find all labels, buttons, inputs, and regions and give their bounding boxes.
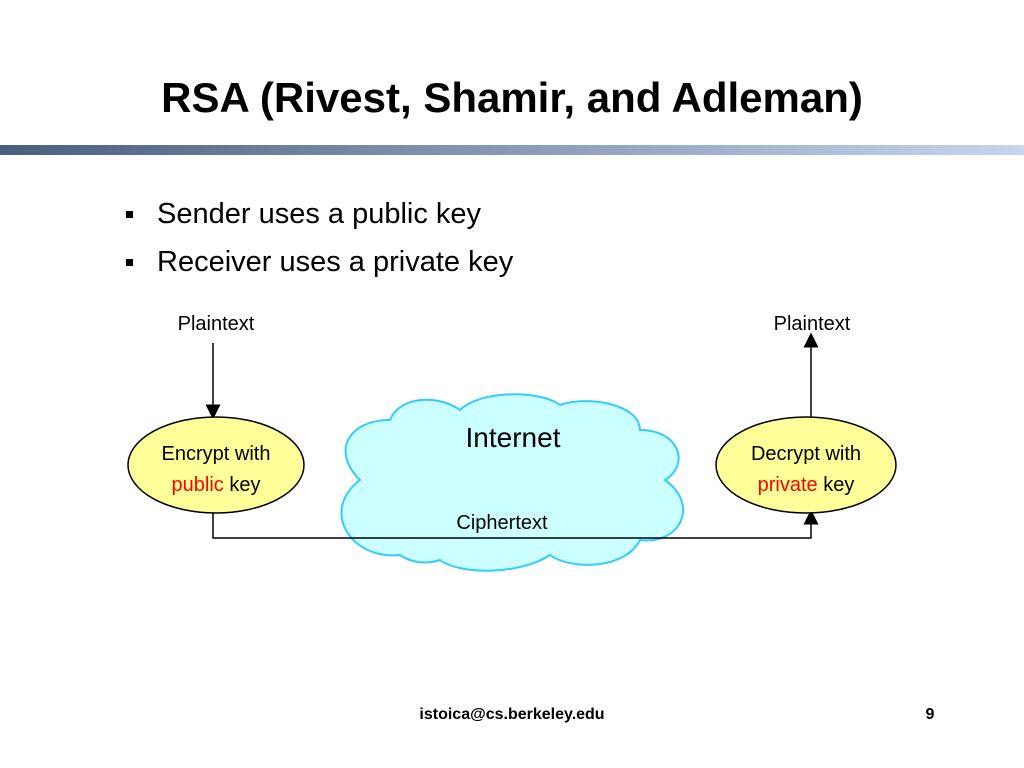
square-bullet-icon [126,258,133,266]
decrypt-node-line2: private key [758,474,855,496]
private-key-word: private [758,474,818,496]
square-bullet-icon [126,210,133,218]
bullet-item: Receiver uses a private key [120,238,513,286]
public-key-word: public [172,474,224,496]
encrypt-node-line1: Encrypt with [162,443,271,465]
decrypt-key-suffix: key [818,474,855,496]
internet-label: Internet [466,422,561,453]
encrypt-node [127,416,305,514]
right-plaintext-label: Plaintext [774,313,851,335]
bullet-item: Sender uses a public key [120,190,513,238]
footer-email: istoica@cs.berkeley.edu [419,706,605,723]
decrypt-node [715,416,897,514]
ciphertext-channel-arrow [212,509,819,539]
title-underline-bar [0,145,1024,155]
slide-title: RSA (Rivest, Shamir, and Adleman) [161,74,863,121]
bullet-text: Receiver uses a private key [157,246,514,278]
ciphertext-label: Ciphertext [456,512,548,534]
page-number: 9 [925,706,935,723]
internet-cloud [340,393,684,572]
bullet-list: Sender uses a public key Receiver uses a… [120,190,513,286]
decrypt-node-line1: Decrypt with [751,443,861,465]
bullet-text: Sender uses a public key [157,198,482,230]
left-plaintext-label: Plaintext [178,313,255,335]
encrypt-node-line2: public key [172,474,261,496]
encrypt-key-suffix: key [224,474,261,496]
